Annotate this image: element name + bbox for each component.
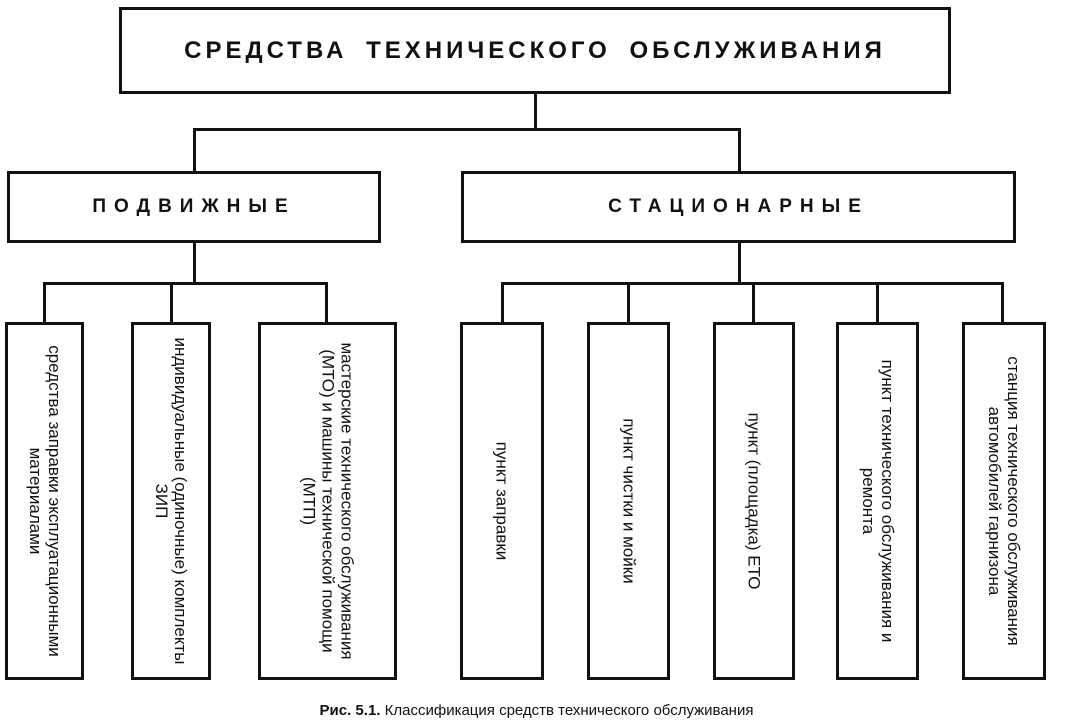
connector-stationary-leaf-5 — [1001, 282, 1004, 323]
stationary-item-garrison-station: станция технического обслуживания автомо… — [962, 322, 1046, 680]
connector-mobile-down — [193, 242, 196, 284]
stationary-item-washing-point-text: пункт чистки и мойки — [619, 418, 638, 584]
category-mobile: ПОДВИЖНЫЕ — [7, 171, 381, 243]
connector-stationary-leaf-2 — [627, 282, 630, 323]
connector-mobile-leaf-1 — [43, 282, 46, 323]
figure-caption: Рис. 5.1. Классификация средств техничес… — [0, 702, 1073, 719]
mobile-item-workshops: мастерские технического обслуживания (МТ… — [258, 322, 397, 680]
connector-root-horizontal — [193, 128, 740, 131]
mobile-item-spare-kits: индивидуальные (одиночные) комплекты ЗИП — [131, 322, 211, 680]
connector-root-down — [534, 93, 537, 129]
connector-stationary-down — [738, 242, 741, 284]
connector-stationary-leaf-3 — [752, 282, 755, 323]
category-stationary: СТАЦИОНАРНЫЕ — [461, 171, 1016, 243]
connector-mobile-horizontal — [43, 282, 328, 285]
stationary-item-eto-point: пункт (площадка) ЕТО — [713, 322, 795, 680]
connector-mobile-leaf-2 — [170, 282, 173, 323]
connector-to-mobile — [193, 128, 196, 172]
connector-mobile-leaf-3 — [325, 282, 328, 323]
mobile-item-spare-kits-text: индивидуальные (одиночные) комплекты ЗИП — [152, 337, 190, 665]
mobile-item-workshops-text: мастерские технического обслуживания (МТ… — [299, 342, 356, 660]
category-mobile-label: ПОДВИЖНЫЕ — [92, 196, 296, 217]
stationary-item-maintenance-point: пункт технического обслуживания и ремонт… — [836, 322, 919, 680]
root-node: СРЕДСТВА ТЕХНИЧЕСКОГО ОБСЛУЖИВАНИЯ — [119, 7, 951, 94]
mobile-item-refueling: средства заправки эксплуатационными мате… — [5, 322, 84, 680]
stationary-item-eto-point-text: пункт (площадка) ЕТО — [744, 412, 764, 590]
root-label: СРЕДСТВА ТЕХНИЧЕСКОГО ОБСЛУЖИВАНИЯ — [184, 36, 886, 64]
stationary-item-refueling-point-text: пункт заправки — [492, 441, 512, 561]
stationary-item-washing-point: пункт чистки и мойки — [587, 322, 670, 680]
mobile-item-refueling-text: средства заправки эксплуатационными мате… — [25, 345, 64, 657]
connector-stationary-leaf-4 — [876, 282, 879, 323]
stationary-item-garrison-station-text: станция технического обслуживания автомо… — [985, 356, 1023, 646]
category-stationary-label: СТАЦИОНАРНЫЕ — [608, 196, 869, 217]
connector-stationary-leaf-1 — [501, 282, 504, 323]
connector-to-stationary — [738, 128, 741, 172]
stationary-item-refueling-point: пункт заправки — [460, 322, 544, 680]
figure-caption-prefix: Рис. 5.1. — [319, 702, 381, 719]
stationary-item-maintenance-point-text: пункт технического обслуживания и ремонт… — [858, 359, 897, 643]
figure-caption-text: Классификация средств технического обслу… — [384, 702, 754, 719]
